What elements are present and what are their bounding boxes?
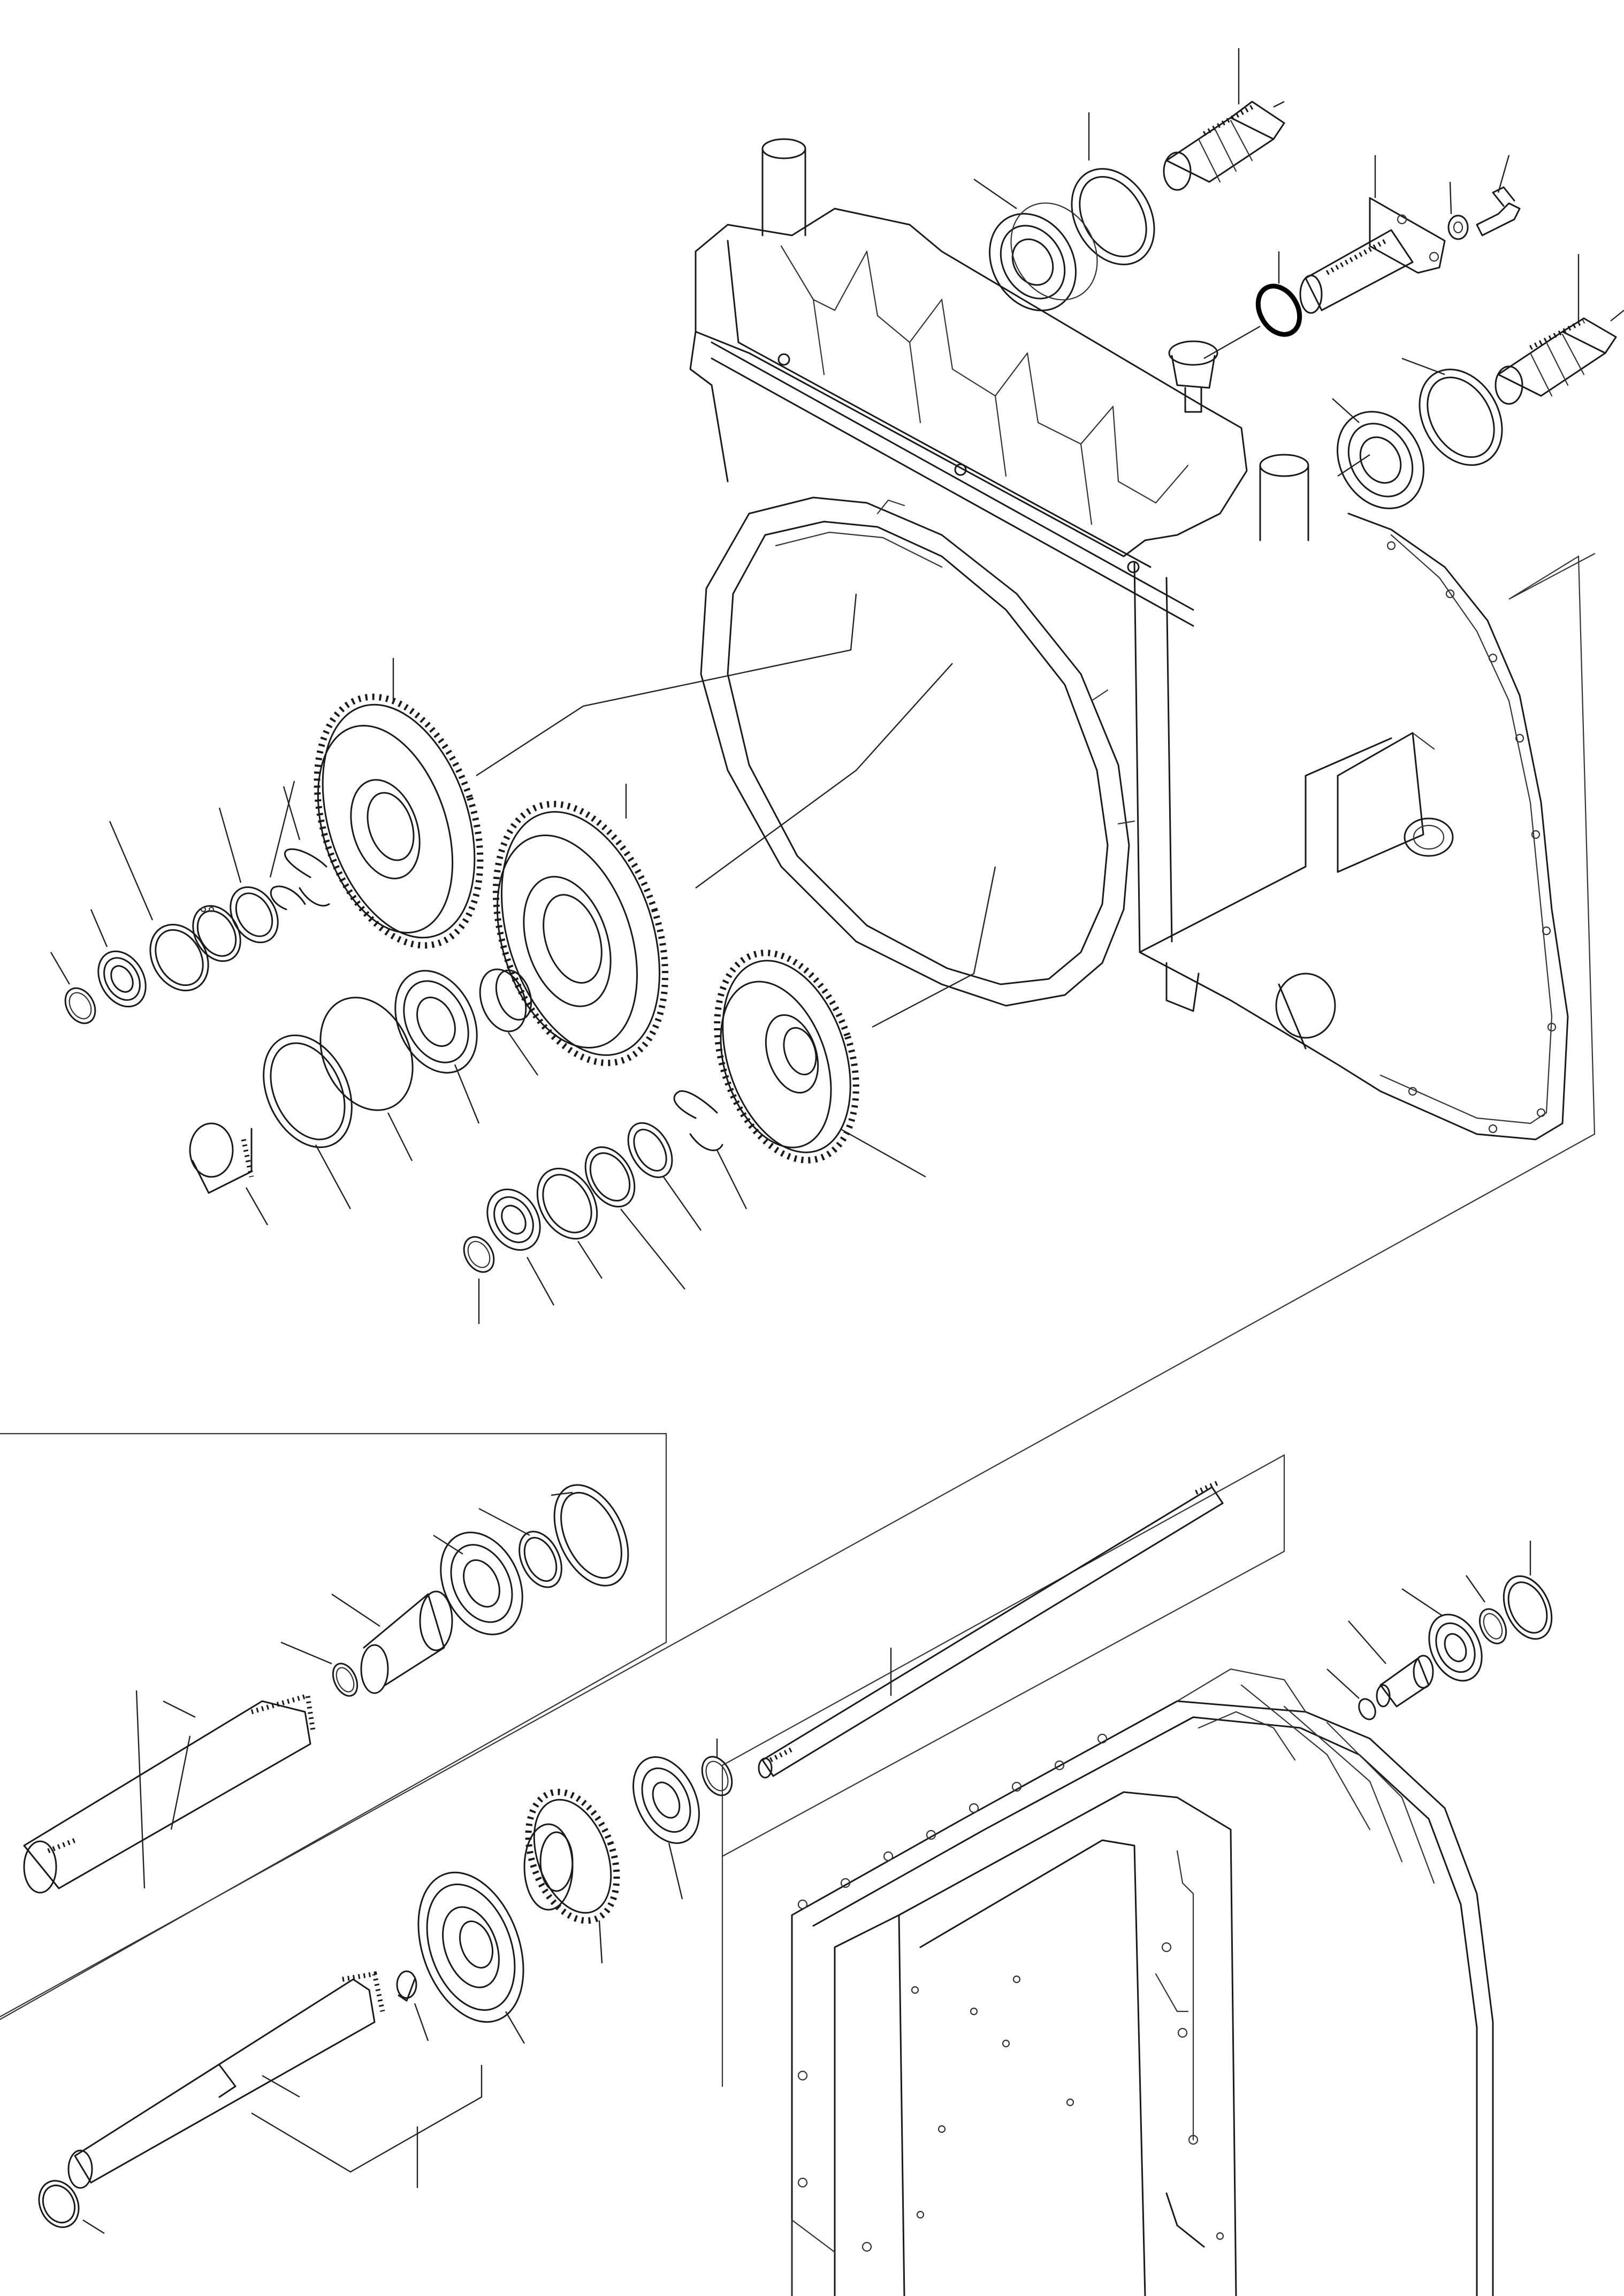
upper-right-parts: [973, 48, 1624, 509]
flanged-hub: [360, 1590, 453, 1694]
splined-shaft-1: [23, 1693, 316, 1894]
lower-parts: [23, 1479, 1553, 2234]
snap-ring-m1: [319, 997, 414, 1111]
snap-ring-r1: [1503, 1575, 1553, 1640]
bearing-2: [1337, 411, 1424, 509]
bolt: [1476, 186, 1521, 236]
snap-ring-3d: [536, 1167, 598, 1240]
circlip-r5: [1358, 1698, 1376, 1720]
snap-ring-2: [1419, 369, 1503, 466]
washer: [1447, 215, 1469, 240]
sleeve-bushing: [189, 1122, 254, 1194]
snap-ring-c1: [701, 1756, 733, 1796]
circlip-1b: [270, 885, 306, 910]
bearing-3e: [486, 1188, 541, 1251]
spur-gear-2: [492, 801, 669, 1066]
splined-sleeve-2: [1495, 317, 1617, 405]
snap-ring-l1: [553, 1484, 629, 1587]
helical-gear: [523, 1788, 620, 1924]
circlip-3f: [463, 1236, 495, 1273]
circlip-l4: [332, 1663, 359, 1697]
spur-gear-1: [314, 693, 484, 949]
spur-gear-3: [714, 950, 859, 1164]
bearing-c3: [417, 1871, 524, 2023]
circlip-left-end: [64, 987, 96, 1024]
bearing-middle: [394, 970, 478, 1074]
ring-3b: [627, 1122, 673, 1178]
circlip-1a: [284, 848, 330, 907]
transmission-housing-lower: [791, 1668, 1494, 2296]
bearing-c2: [632, 1756, 700, 1844]
ring-l2: [519, 1530, 562, 1588]
splined-sleeve-1: [1163, 101, 1285, 191]
transmission-housing-upper: [689, 138, 1569, 1141]
snap-ring-1e: [149, 923, 209, 992]
bearing-left: [97, 950, 147, 1008]
gear-cluster-left: [50, 593, 996, 1324]
bearing-1: [989, 202, 1098, 311]
snap-ring-1: [1071, 168, 1155, 265]
output-shaft: [67, 1971, 385, 2189]
ring-1c: [230, 886, 279, 944]
o-ring-upper: [1255, 284, 1302, 337]
circlip-3a: [673, 1090, 723, 1151]
snap-ring-end: [38, 2180, 80, 2228]
ring-r2: [1478, 1608, 1507, 1644]
flanged-stub-shaft: [1299, 197, 1446, 314]
bearing-r3: [1428, 1613, 1483, 1682]
hub-r4: [1376, 1655, 1434, 1708]
pilot-bearing: [396, 1970, 417, 2002]
snap-ring-m2: [263, 1034, 353, 1149]
lock-nut: [479, 968, 532, 1032]
group-frame-lines: [0, 553, 1596, 2087]
snap-ring-3c: [584, 1146, 636, 1208]
long-shaft: [758, 1479, 1224, 1779]
